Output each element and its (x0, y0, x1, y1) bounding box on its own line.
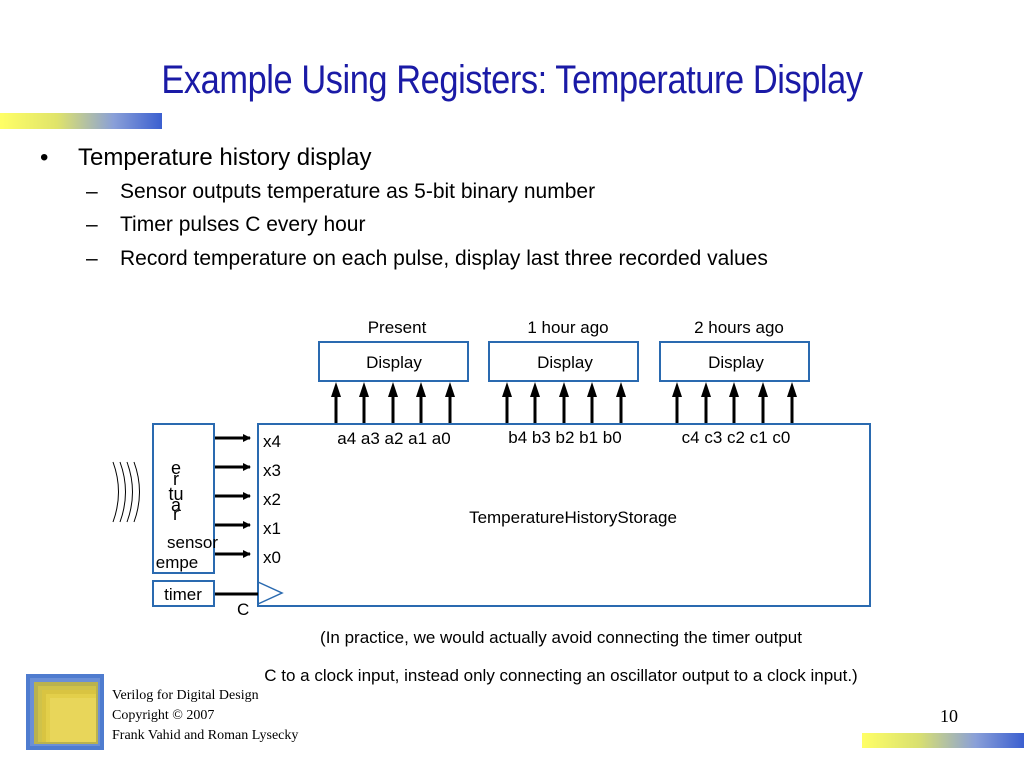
subbullet-text: Sensor outputs temperature as 5-bit bina… (120, 180, 596, 203)
output-arrowhead (416, 382, 426, 397)
input-x2: x2 (263, 490, 281, 509)
output-arrowhead (701, 382, 711, 397)
display-header-1h: 1 hour ago (527, 318, 608, 337)
sub-marker: – (86, 213, 98, 236)
sensor-vertical-text: e (171, 458, 181, 478)
note-line-2: C to a clock input, instead only connect… (264, 666, 857, 685)
sensor-box (152, 423, 215, 574)
output-arrowhead (388, 382, 398, 397)
sensor-vertical-text: tu (168, 484, 183, 504)
display-header-2h: 2 hours ago (694, 318, 784, 337)
output-arrowhead (672, 382, 682, 397)
subbullet-text: Timer pulses C every hour (120, 213, 366, 236)
sub-marker: – (86, 247, 98, 270)
output-arrowhead (502, 382, 512, 397)
timer-box (152, 580, 215, 607)
input-x0: x0 (263, 548, 281, 567)
title-accent-bar (0, 113, 162, 129)
output-arrowhead (729, 382, 739, 397)
bit-group-a: a4 a3 a2 a1 a0 (337, 429, 450, 448)
page-number: 10 (940, 706, 958, 726)
footer-credits: Verilog for Digital Design Copyright © 2… (112, 686, 298, 746)
slide-title: Example Using Registers: Temperature Dis… (161, 58, 863, 102)
timer-label: timer (164, 585, 202, 604)
sensor-vertical-text: a (171, 495, 182, 515)
bit-group-b: b4 b3 b2 b1 b0 (508, 428, 621, 447)
display-box-1h (488, 341, 639, 382)
storage-box (257, 423, 871, 607)
output-arrowhead (530, 382, 540, 397)
output-arrowhead (331, 382, 341, 397)
display-box-2h (659, 341, 810, 382)
footer-line-1: Verilog for Digital Design (112, 688, 259, 703)
input-arrows (214, 434, 251, 558)
bit-group-c: c4 c3 c2 c1 c0 (682, 428, 791, 447)
display-label: Display (537, 353, 593, 372)
bullet-text: Temperature history display (78, 144, 372, 171)
output-arrowhead (616, 382, 626, 397)
display-box-present (318, 341, 469, 382)
input-x3: x3 (263, 461, 281, 480)
clock-label: C (237, 600, 249, 619)
subbullet-text: Record temperature on each pulse, displa… (120, 247, 768, 270)
note-line-1: (In practice, we would actually avoid co… (320, 628, 802, 647)
input-x1: x1 (263, 519, 281, 538)
output-arrowhead (787, 382, 797, 397)
publisher-logo-icon (26, 674, 104, 750)
sensor-vertical-text: r (173, 469, 179, 489)
display-label: Display (708, 353, 764, 372)
footer-line-3: Frank Vahid and Roman Lysecky (112, 728, 299, 743)
footer-line-2: Copyright © 2007 (112, 708, 215, 723)
sensor-overlap-text: empe (156, 553, 199, 572)
display-header-present: Present (368, 318, 427, 337)
input-x4: x4 (263, 432, 281, 451)
footer-accent-bar (862, 733, 1024, 748)
output-arrowhead (758, 382, 768, 397)
sensor-wave-icon (112, 461, 140, 523)
bullet-marker: • (40, 144, 49, 171)
output-arrows (331, 382, 797, 424)
output-arrowhead (559, 382, 569, 397)
output-arrowhead (359, 382, 369, 397)
sensor-label: sensor (167, 533, 218, 552)
output-arrowhead (445, 382, 455, 397)
sensor-vertical-text: r (173, 504, 179, 524)
storage-label: TemperatureHistoryStorage (469, 508, 677, 527)
clock-input-icon (257, 581, 284, 605)
display-label: Display (366, 353, 422, 372)
output-arrowhead (587, 382, 597, 397)
sub-marker: – (86, 180, 98, 203)
